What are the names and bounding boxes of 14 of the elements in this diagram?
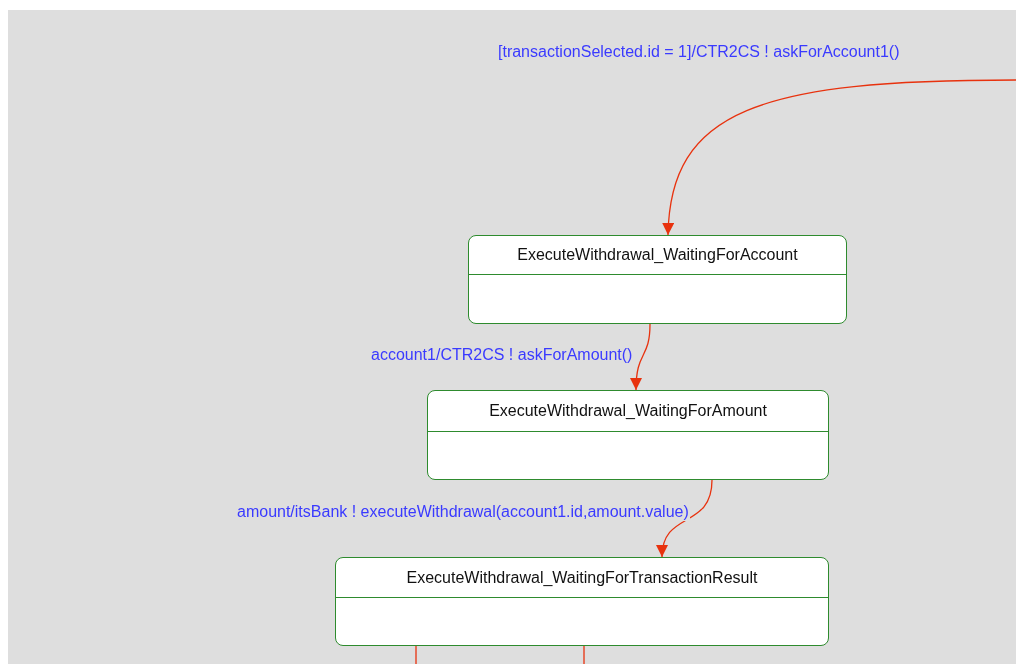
transition-line: [415, 645, 417, 664]
transition-label: amount/itsBank ! executeWithdrawal(account1.id,amount.value): [236, 503, 690, 521]
transition-arrow: [663, 79, 1016, 236]
transition-label: [transactionSelected.id = 1]/CTR2CS ! askForAccount1(): [497, 43, 901, 61]
transition-line: [583, 645, 585, 664]
transition-arrow: [657, 479, 713, 558]
state-name: ExecuteWithdrawal_WaitingForAccount: [517, 246, 798, 264]
state-name: ExecuteWithdrawal_WaitingForTransactionResult: [406, 568, 758, 587]
transition-arrow: [630, 323, 651, 391]
transition-label: account1/CTR2CS ! askForAmount(): [370, 346, 634, 364]
state-box: [468, 235, 847, 324]
state-name: ExecuteWithdrawal_WaitingForAmount: [489, 402, 767, 420]
state-box: [427, 390, 829, 480]
state-box: [335, 557, 829, 646]
